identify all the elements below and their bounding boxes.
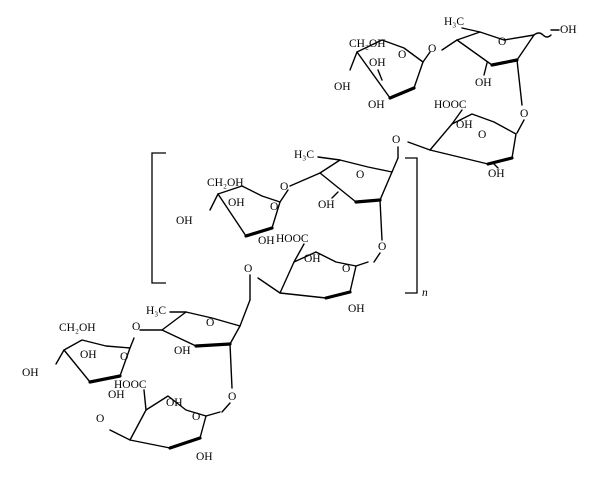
reducing-end-hydroxyl-label: OH (560, 24, 577, 36)
ring-oxygen-label: O (478, 129, 486, 141)
carboxyl-label: HOOC (276, 233, 309, 245)
glycosidic-oxygen-label: O (378, 241, 386, 253)
hydroxyl-label: OH (258, 235, 275, 247)
ring-oxygen-label: O (120, 351, 128, 363)
methyl-label: H₃C (146, 305, 166, 317)
ring-oxygen-label: O (498, 36, 506, 48)
methyl-label: H₃C (294, 149, 314, 161)
glycosidic-oxygen-label: O (228, 391, 236, 403)
ring-oxygen-label: O (192, 411, 200, 423)
rhamnose-unit-top: O H₃C OH OH O (441, 16, 577, 134)
hydroxyl-label: OH (166, 397, 183, 409)
uronic-acid-unit-bottom: O HOOC OH OH O (96, 379, 221, 463)
hydroxyl-label: OH (228, 197, 245, 209)
repeat-count-label: n (422, 287, 428, 299)
hydroxymethyl-label: CH₂OH (207, 177, 244, 189)
glycosidic-oxygen-label: O (428, 43, 436, 55)
hydroxyl-label: OH (348, 303, 365, 315)
hydroxyl-label: OH (456, 119, 473, 131)
ring-oxygen-label: O (270, 201, 278, 213)
ring-oxygen-label: O (342, 263, 350, 275)
uronic-acid-unit-top: O HOOC OH OH O (392, 99, 517, 180)
ring-oxygen-label: O (356, 169, 364, 181)
carboxyl-label: HOOC (114, 379, 147, 391)
glycosidic-oxygen-label: O (280, 181, 288, 193)
hydroxyl-label: OH (22, 367, 39, 379)
glycosidic-oxygen-label: O (132, 321, 140, 333)
rhamnose-unit-middle: O H₃C OH O (289, 149, 399, 263)
hydroxyl-label: OH (304, 253, 321, 265)
hexose-unit-bottom: O CH₂OH OH OH OH O (22, 321, 140, 401)
hydroxymethyl-label: CH₂OH (349, 38, 386, 50)
methyl-label: H₃C (444, 16, 464, 28)
hydroxymethyl-label: CH₂OH (59, 322, 96, 334)
ring-oxygen-label: O (206, 317, 214, 329)
hexose-unit-middle: O CH₂OH OH OH OH O (176, 177, 289, 247)
hydroxyl-label: OH (475, 77, 492, 89)
glycosidic-oxygen-label: O (96, 413, 104, 425)
hydroxyl-label: OH (80, 349, 97, 361)
hydroxyl-label: OH (488, 168, 505, 180)
glycosidic-oxygen-label: O (244, 263, 252, 275)
rhamnose-unit-bottom: O H₃C OH O (139, 299, 251, 413)
hydroxyl-label: OH (368, 99, 385, 111)
uronic-acid-unit-middle: O HOOC OH OH O (244, 233, 369, 315)
hexose-unit-top: O CH₂OH OH OH OH O (334, 38, 436, 111)
hydroxyl-label: OH (318, 199, 335, 211)
hydroxyl-label: OH (176, 215, 193, 227)
repeat-bracket: n (151, 152, 428, 299)
glycosidic-oxygen-label: O (392, 134, 400, 146)
glycosidic-oxygen-label: O (520, 108, 528, 120)
hydroxyl-label: OH (196, 451, 213, 463)
hydroxyl-label: OH (174, 345, 191, 357)
ring-oxygen-label: O (398, 49, 406, 61)
hydroxyl-label: OH (334, 81, 351, 93)
hydroxyl-label: OH (369, 57, 386, 69)
carboxyl-label: HOOC (434, 99, 467, 111)
hydroxyl-label: OH (108, 389, 125, 401)
